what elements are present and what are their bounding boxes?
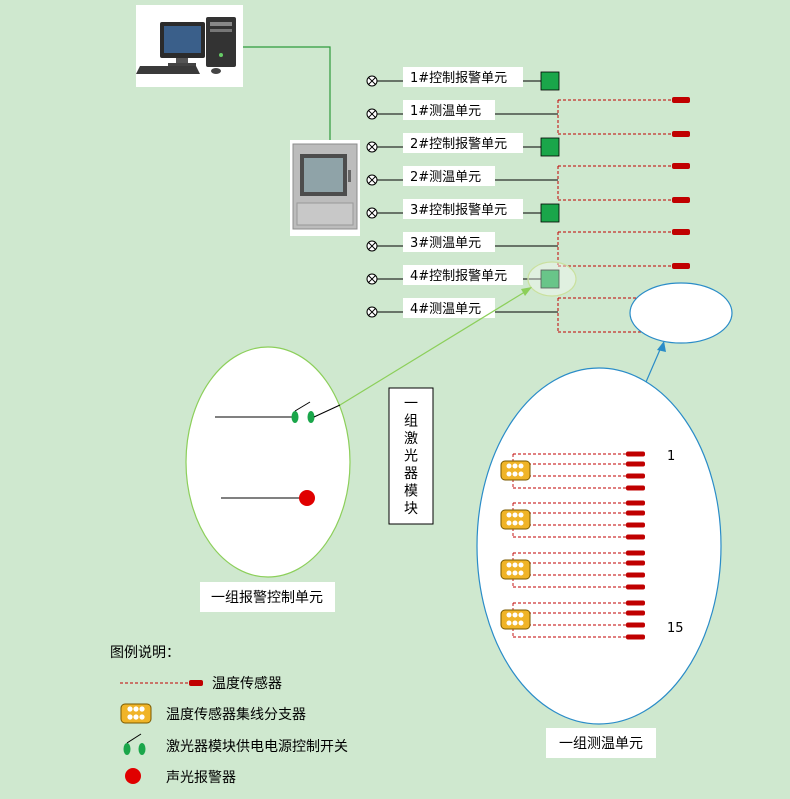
laser-module-char: 一 — [404, 396, 418, 412]
sensor-bus — [557, 97, 690, 137]
legend-label-hub: 温度传感器集线分支器 — [166, 706, 306, 723]
highlight-sensor-ellipse — [629, 282, 733, 344]
temperature-sensor-icon — [626, 610, 645, 616]
splitter-hub-icon — [500, 509, 531, 530]
computer-icon — [136, 5, 243, 87]
splitter-hub-icon — [120, 703, 152, 724]
temperature-group: 1 15 一组测温单元 — [476, 367, 722, 758]
splitter-hub-icon — [500, 460, 531, 481]
laser-module-char: 光 — [404, 449, 418, 465]
temperature-sensor-icon — [626, 485, 645, 491]
temperature-sensor-icon — [626, 510, 645, 516]
control-box-icon — [540, 71, 560, 91]
switch-icon — [123, 733, 146, 755]
temperature-sensor-icon — [626, 634, 645, 640]
temperature-sensor-icon — [626, 500, 645, 506]
sensor-bus — [557, 163, 690, 203]
temperature-sensor-icon — [626, 600, 645, 606]
control-unit-label: 3#控制报警单元 — [410, 202, 507, 218]
temp-unit-label: 1#测温单元 — [410, 104, 481, 119]
switch-contact-left — [291, 411, 299, 423]
control-row: 1#控制报警单元 — [366, 67, 560, 91]
temp-row: 4#测温单元 — [366, 298, 558, 318]
legend-label-sensor: 温度传感器 — [212, 675, 282, 692]
temperature-sensor-icon — [672, 131, 690, 137]
temp-row: 1#测温单元 — [366, 100, 558, 120]
temperature-sensor-icon — [626, 584, 645, 590]
zoom-arrows — [339, 287, 666, 406]
temperature-sensor-icon — [672, 97, 690, 103]
sensor-bus — [557, 229, 690, 269]
temperature-sensor-icon — [672, 263, 690, 269]
control-row: 3#控制报警单元 — [366, 199, 560, 223]
alarm-legend-icon — [125, 768, 141, 784]
laser-module-char: 组 — [404, 414, 418, 430]
hub-sensor-set — [500, 550, 645, 590]
control-unit-label: 4#控制报警单元 — [410, 268, 507, 284]
temperature-sensor-icon — [672, 229, 690, 235]
temperature-sensor-icon — [626, 622, 645, 628]
sensor-index-top: 1 — [667, 449, 675, 464]
temperature-sensor-icon — [626, 522, 645, 528]
temperature-sensor-icon — [120, 680, 203, 686]
hub-sensor-set — [500, 500, 645, 540]
alarm-control-group: 一组报警控制单元 — [185, 346, 351, 612]
alarm-group-label: 一组报警控制单元 — [211, 590, 323, 606]
computer-link-line — [243, 46, 331, 140]
temperature-sensor-icon — [626, 461, 645, 467]
hub-sensor-set — [500, 451, 645, 491]
temperature-sensor-icon — [626, 451, 645, 457]
control-row: 2#控制报警单元 — [366, 133, 560, 157]
alarm-icon — [299, 490, 315, 506]
controller-cabinet-icon — [290, 140, 360, 236]
temperature-sensor-icon — [626, 550, 645, 556]
laser-module-char: 块 — [404, 501, 418, 517]
splitter-hub-icon — [500, 609, 531, 630]
legend-label-alarm: 声光报警器 — [166, 770, 236, 786]
legend: 图例说明： 温度传感器 温度传感器集线分支器 激光器模块供电电源控制开关 声光报… — [110, 645, 348, 786]
temp-row: 2#测温单元 — [366, 166, 558, 186]
highlight-control-ellipse-outline — [527, 261, 577, 297]
temperature-sensor-icon — [672, 197, 690, 203]
control-unit-label: 1#控制报警单元 — [410, 70, 507, 86]
legend-title: 图例说明： — [110, 645, 180, 661]
temperature-sensor-icon — [626, 534, 645, 540]
temp-group-label: 一组测温单元 — [559, 736, 643, 752]
sensor-index-bottom: 15 — [667, 621, 684, 636]
switch-contact-right — [307, 411, 315, 423]
temp-unit-label: 4#测温单元 — [410, 302, 481, 317]
control-unit-label: 2#控制报警单元 — [410, 136, 507, 152]
hub-sensor-set — [500, 600, 645, 640]
temp-unit-label: 3#测温单元 — [410, 236, 481, 251]
temperature-sensor-icon — [626, 560, 645, 566]
temp-unit-label: 2#测温单元 — [410, 170, 481, 185]
control-row: 4#控制报警单元 — [366, 265, 560, 289]
unit-rows: 1#控制报警单元 1#测温单元 2#控制报警单元 2#测温单元 3#控制报警单元 3#测温… — [366, 67, 560, 318]
control-box-icon — [540, 203, 560, 223]
laser-module-char: 器 — [404, 466, 418, 482]
legend-label-switch: 激光器模块供电电源控制开关 — [166, 738, 348, 755]
splitter-hub-icon — [500, 559, 531, 580]
temperature-sensor-icon — [626, 572, 645, 578]
control-box-icon — [540, 269, 560, 289]
temp-row: 3#测温单元 — [366, 232, 558, 252]
laser-module-char: 激 — [404, 430, 418, 447]
laser-module-char: 模 — [404, 484, 418, 500]
control-box-icon — [540, 137, 560, 157]
temperature-sensor-icon — [626, 473, 645, 479]
temperature-sensor-icon — [672, 163, 690, 169]
